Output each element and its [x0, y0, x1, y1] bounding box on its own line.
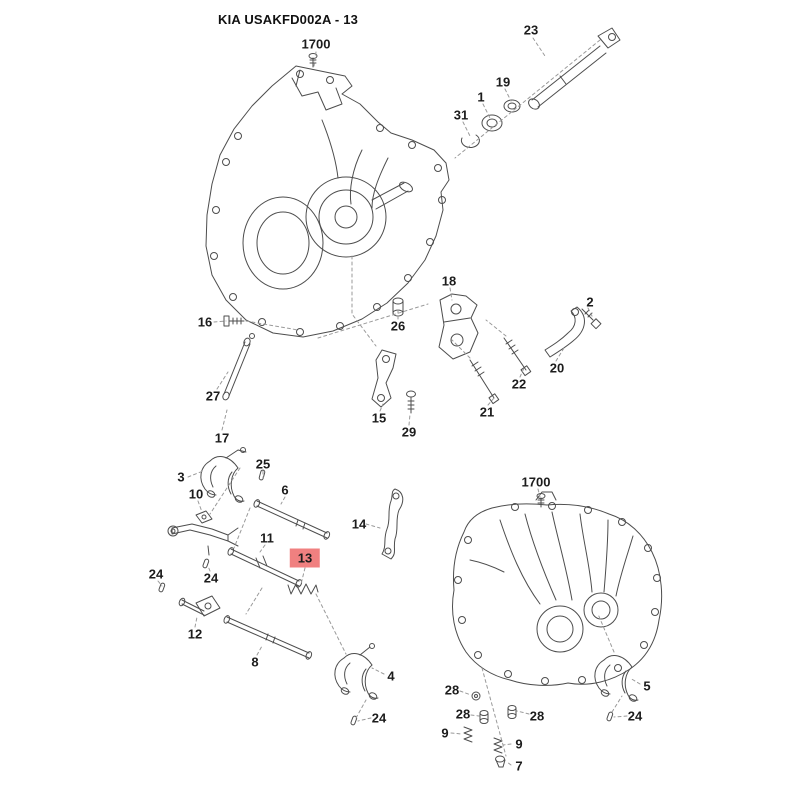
- part-label-27[interactable]: 27: [205, 388, 221, 404]
- part-label-18[interactable]: 18: [441, 273, 457, 289]
- part-label-14[interactable]: 14: [351, 516, 367, 532]
- part-label-16[interactable]: 16: [197, 314, 213, 330]
- shift-fork-3: [200, 447, 247, 503]
- part-label-29[interactable]: 29: [401, 424, 417, 440]
- part-label-22[interactable]: 22: [511, 376, 527, 392]
- part-label-23[interactable]: 23: [523, 22, 539, 38]
- gearshift-rod-23: [528, 27, 621, 110]
- bracket-14: [381, 488, 404, 560]
- part-label-12[interactable]: 12: [187, 626, 203, 642]
- part-label-24-left[interactable]: 24: [148, 566, 164, 582]
- pin-25: [258, 469, 266, 481]
- shaft-end-12: [178, 595, 221, 617]
- part-label-1700-top[interactable]: 1700: [301, 36, 331, 52]
- part-label-20[interactable]: 20: [549, 360, 565, 376]
- spring-9-a: [463, 726, 473, 743]
- part-label-4[interactable]: 4: [387, 668, 395, 684]
- plug-28-c: [507, 705, 517, 719]
- spring-13: [287, 583, 319, 595]
- pin-24-mid: [202, 558, 210, 569]
- part-label-28-b[interactable]: 28: [455, 706, 471, 722]
- bolt-2: [581, 308, 602, 330]
- bolt-21: [469, 359, 500, 405]
- pin-24-right: [606, 711, 614, 722]
- part-label-9-b[interactable]: 9: [515, 736, 523, 752]
- plug-28-b: [479, 710, 489, 724]
- part-label-6[interactable]: 6: [281, 482, 289, 498]
- part-label-7[interactable]: 7: [515, 758, 523, 774]
- shift-rail-8: [223, 615, 313, 660]
- bolt-1700-bottom: [536, 493, 546, 508]
- shift-bracket-18: [438, 293, 479, 360]
- part-label-17[interactable]: 17: [214, 430, 230, 446]
- part-label-19[interactable]: 19: [495, 74, 511, 90]
- part-label-24-mid[interactable]: 24: [203, 570, 219, 586]
- part-label-26[interactable]: 26: [390, 318, 406, 334]
- part-label-3[interactable]: 3: [177, 469, 185, 485]
- bolt-16: [223, 315, 245, 327]
- part-label-1700-bottom[interactable]: 1700: [521, 474, 551, 490]
- part-label-28-c[interactable]: 28: [529, 708, 545, 724]
- part-label-11[interactable]: 11: [260, 530, 274, 546]
- transaxle-case-top: [205, 65, 450, 338]
- part-label-9-a[interactable]: 9: [441, 725, 449, 741]
- part-label-24-right[interactable]: 24: [627, 708, 643, 724]
- bolt-1700-top: [308, 53, 318, 68]
- bushing-19: [503, 99, 521, 113]
- pin-24-bottom: [350, 715, 358, 726]
- part-label-31[interactable]: 31: [453, 107, 469, 123]
- screw-29: [406, 390, 416, 414]
- shift-fork-5: [594, 655, 639, 702]
- part-label-15[interactable]: 15: [371, 410, 387, 426]
- detent-7: [495, 755, 506, 768]
- part-label-8[interactable]: 8: [251, 654, 259, 670]
- shift-lever-10: [167, 510, 239, 556]
- part-label-21[interactable]: 21: [479, 404, 495, 420]
- bolt-22: [503, 337, 532, 377]
- part-label-2[interactable]: 2: [586, 294, 594, 310]
- plug-28-a: [471, 691, 481, 701]
- part-label-28-a[interactable]: 28: [444, 682, 460, 698]
- part-label-25[interactable]: 25: [255, 456, 271, 472]
- part-label-10[interactable]: 10: [188, 486, 204, 502]
- part-label-1[interactable]: 1: [477, 89, 485, 105]
- shift-fork-4: [334, 643, 379, 700]
- spring-9-b: [493, 737, 503, 754]
- diagram-title: KIA USAKFD002A - 13: [218, 12, 359, 27]
- part-label-13-highlighted[interactable]: 13: [289, 548, 321, 568]
- pin-24-left: [158, 582, 166, 593]
- bracket-15: [371, 349, 397, 408]
- bearing-1: [481, 114, 503, 132]
- transaxle-case-bottom: [452, 491, 663, 686]
- rod-17-27: [222, 333, 255, 401]
- snap-ring-31: [460, 134, 480, 148]
- part-label-24-bottom[interactable]: 24: [371, 710, 387, 726]
- part-label-5[interactable]: 5: [643, 678, 651, 694]
- shift-rail-6: [253, 499, 331, 540]
- leader-lines: [157, 37, 641, 766]
- select-lever-20: [544, 306, 585, 358]
